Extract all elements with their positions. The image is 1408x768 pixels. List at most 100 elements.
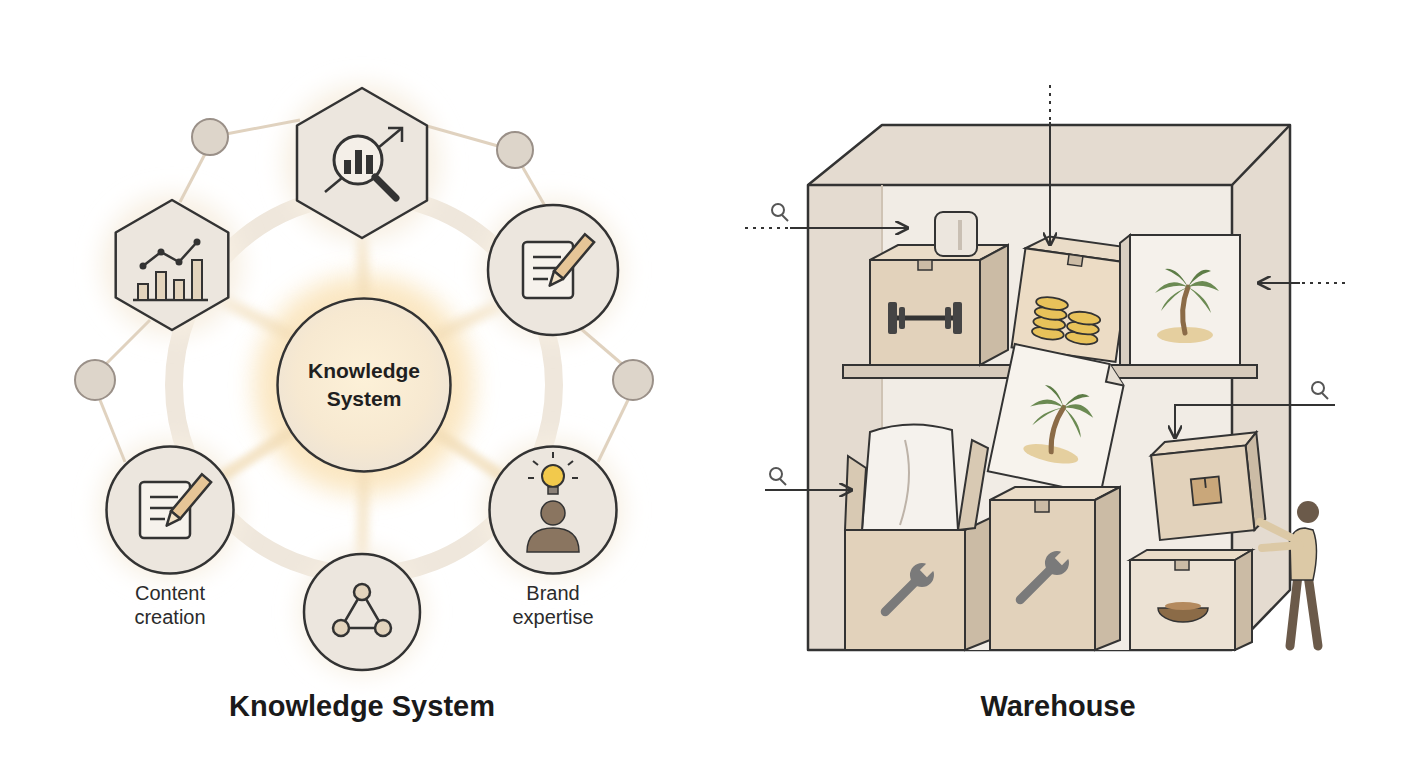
palm-icon — [1155, 269, 1219, 343]
network-line — [180, 154, 205, 202]
bar — [355, 150, 362, 174]
shape-halos — [100, 85, 623, 674]
network-circle — [304, 554, 420, 670]
node-outline — [276, 297, 452, 473]
panel-caption: Knowledge System — [112, 688, 612, 724]
node-title: Brand expertise — [493, 581, 613, 629]
glow-spokes — [222, 238, 500, 554]
package-tape — [1205, 478, 1206, 488]
pet-box — [1130, 550, 1252, 650]
network-dot — [497, 132, 533, 168]
point — [176, 259, 183, 266]
picture-edge — [1120, 235, 1130, 365]
network-dot — [613, 360, 653, 400]
bar — [366, 155, 373, 174]
wrench-icon — [877, 555, 942, 620]
dumbbell-plate — [945, 307, 951, 329]
network-line — [106, 320, 150, 364]
point — [140, 263, 147, 270]
network-dot — [75, 360, 115, 400]
search-arrow — [790, 227, 908, 229]
box-side — [1235, 550, 1252, 650]
chart-hexagon — [116, 200, 229, 330]
halo — [483, 200, 623, 340]
box-tape — [1175, 560, 1189, 570]
bulb-ray — [533, 461, 538, 465]
bar — [192, 260, 202, 300]
box-top — [1130, 550, 1252, 560]
node-text-group: Content creation — [110, 581, 230, 629]
glow-connector — [437, 434, 498, 475]
box-side — [980, 245, 1008, 365]
coin — [1035, 295, 1068, 311]
glow-spoke — [222, 300, 290, 335]
box-front — [845, 530, 965, 650]
network-line — [580, 328, 622, 364]
point — [194, 239, 201, 246]
worker-figure — [1260, 501, 1319, 646]
node-text-group: Knowledge System — [276, 297, 452, 473]
network-line — [427, 126, 498, 146]
node-text-group: Brand expertise — [493, 581, 613, 629]
open-box — [845, 424, 990, 650]
bar — [138, 284, 148, 300]
document-icon — [140, 474, 211, 538]
bulb-ray — [572, 477, 578, 479]
arrow-tail — [745, 227, 790, 229]
magnifier-handle — [375, 177, 396, 198]
magnifier-mark — [780, 479, 786, 485]
bar — [156, 272, 166, 300]
halo — [483, 440, 623, 580]
person-body — [527, 528, 579, 552]
trend-line — [143, 242, 197, 266]
box-tape — [918, 260, 932, 270]
box-tape — [1068, 254, 1083, 266]
trend-arrow-head — [388, 128, 402, 142]
search-arrow — [765, 489, 852, 491]
content-circle: Content creation — [105, 445, 235, 575]
document-icon — [523, 234, 594, 298]
line-chart-icon — [133, 239, 208, 301]
node-title: Knowledge System — [298, 357, 430, 413]
dumbbell-plate — [953, 302, 962, 334]
carried-box — [1150, 432, 1267, 540]
node-circle — [490, 447, 617, 574]
pet-bowl — [1158, 608, 1208, 622]
node-circle — [278, 299, 451, 472]
panel-caption: Warehouse — [808, 688, 1308, 724]
fitness-box — [870, 212, 1008, 365]
picture-frame — [1130, 235, 1240, 365]
glow-spoke — [438, 305, 500, 335]
device-object — [935, 212, 977, 256]
person-head — [541, 501, 565, 525]
package-icon — [1191, 476, 1222, 505]
network-point — [354, 584, 370, 600]
magnifier-mark — [782, 215, 788, 221]
point — [158, 249, 165, 256]
bulb-ray — [568, 461, 573, 465]
node-title: Content creation — [110, 581, 230, 629]
halo — [100, 440, 240, 580]
box-front — [1151, 446, 1254, 540]
network-dot — [192, 119, 228, 155]
device-stripe — [958, 220, 962, 250]
coin — [1068, 310, 1101, 326]
document-circle — [488, 205, 618, 335]
cloth — [862, 424, 958, 530]
worker-leg — [1308, 575, 1318, 646]
network-line — [226, 120, 300, 134]
box-flap — [845, 456, 866, 530]
worker-leg — [1290, 575, 1298, 646]
lightbulb-base — [548, 487, 558, 494]
palm-picture — [1120, 235, 1240, 365]
box-front — [870, 260, 980, 365]
magnifier-marks — [770, 204, 1328, 485]
expertise-circle: Brand expertise — [488, 445, 618, 575]
hub-circle: Knowledge System — [276, 297, 452, 473]
halo — [284, 85, 440, 241]
magnifier-mark — [770, 468, 782, 480]
box-side — [1095, 487, 1120, 650]
box-front — [1012, 248, 1130, 362]
